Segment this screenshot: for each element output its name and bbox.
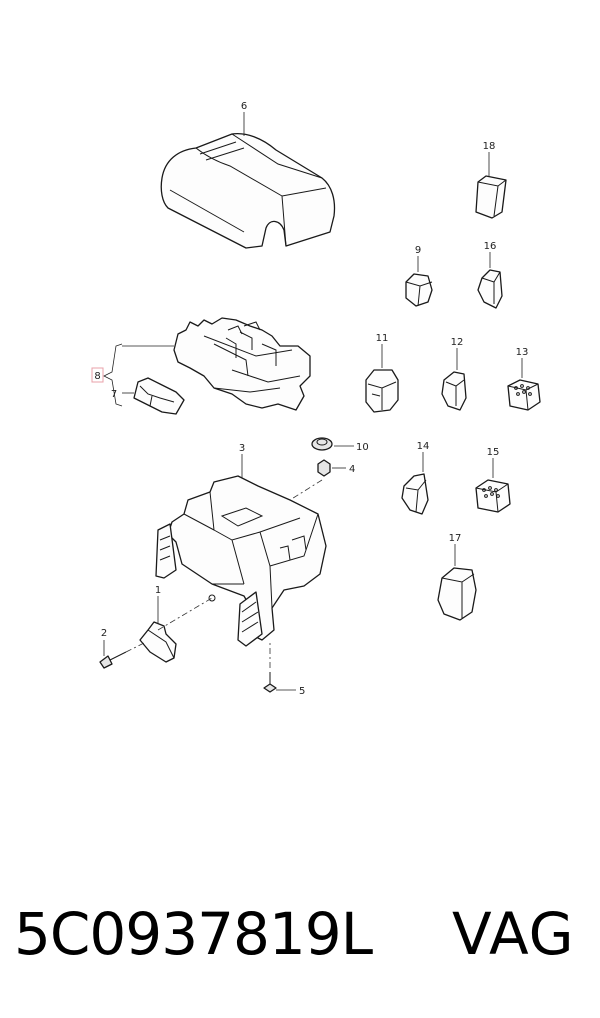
- part-3-base-housing: [155, 454, 327, 647]
- callout-8: 8: [94, 371, 100, 382]
- part-8-fuse-carrier-group: [91, 317, 311, 415]
- brand-name: VAG: [452, 900, 575, 968]
- callout-4: 4: [349, 464, 355, 475]
- part-2-screw: [99, 640, 147, 669]
- part-number: 5C0937819L: [14, 900, 373, 968]
- part-18-relay: [475, 152, 507, 219]
- part-14-holder: [401, 452, 429, 515]
- callout-15: 15: [487, 447, 500, 458]
- part-9-relay: [405, 256, 433, 307]
- callout-2: 2: [101, 628, 107, 639]
- callout-1: 1: [155, 585, 161, 596]
- part-number-caption: 5C0937819L VAG: [0, 880, 600, 990]
- part-10-grommet: [311, 437, 354, 451]
- callout-6: 6: [241, 101, 247, 112]
- part-16-relay: [477, 252, 503, 309]
- part-17-relay: [437, 544, 477, 621]
- part-12-holder: [441, 348, 467, 411]
- callout-14: 14: [417, 441, 430, 452]
- part-1-bracket: [139, 596, 213, 663]
- part-5-screw: [263, 640, 296, 693]
- callout-3: 3: [239, 443, 245, 454]
- callout-17: 17: [449, 533, 462, 544]
- part-6-cover: [160, 112, 336, 249]
- callout-5: 5: [299, 686, 305, 697]
- callout-13: 13: [516, 347, 529, 358]
- part-4-nut: [289, 459, 346, 501]
- exploded-parts-diagram: 6 18 9 16 11 12 13 8 7 3 10 4 14 15 17 1…: [91, 101, 541, 697]
- callout-10: 10: [356, 442, 369, 453]
- callout-11: 11: [376, 333, 389, 344]
- callout-labels: 6 18 9 16 11 12 13 8 7 3 10 4 14 15 17 1…: [94, 101, 528, 697]
- callout-16: 16: [484, 241, 497, 252]
- part-15-connector: [475, 458, 511, 513]
- callout-18: 18: [483, 141, 496, 152]
- part-13-connector: [507, 358, 541, 411]
- callout-7: 7: [111, 389, 117, 400]
- part-11-relay: [365, 344, 399, 413]
- callout-12: 12: [451, 337, 464, 348]
- callout-9: 9: [415, 245, 421, 256]
